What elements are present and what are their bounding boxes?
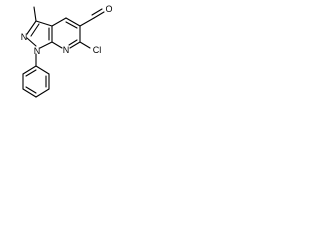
bond-c3-c3a xyxy=(35,20,53,27)
atom-label-n2: N xyxy=(21,32,28,42)
bond-c4-c5-double xyxy=(65,21,78,29)
atom-label-n1: N xyxy=(34,46,41,56)
bond-c4-c5 xyxy=(65,17,81,27)
bond-ph-4 xyxy=(22,88,37,98)
atom-label-pyridine-n: N xyxy=(63,45,70,55)
bond-c6-cl xyxy=(79,41,91,49)
bond-c6-n7-double xyxy=(68,39,78,46)
bond-ph-1 xyxy=(35,65,50,75)
bond-cho-o-double xyxy=(91,8,103,16)
bond-ph-3 xyxy=(35,88,50,98)
bond-ph-6-double xyxy=(25,69,37,77)
bond-n7-c7a xyxy=(51,41,63,49)
atom-label-oxygen: O xyxy=(105,4,112,14)
bond-c6-n7 xyxy=(69,41,81,49)
bond-ph-6 xyxy=(22,65,37,75)
bond-ph-4-double xyxy=(25,86,37,94)
bond-c3-n2-double xyxy=(30,23,40,37)
bond-methyl xyxy=(33,6,37,22)
bond-n1-c7a xyxy=(39,41,53,49)
atom-labels: N N N Cl O xyxy=(21,4,113,56)
bond-c3a-c4 xyxy=(51,17,67,27)
bond-c3-n2 xyxy=(26,20,37,35)
structure-canvas: N N N Cl O xyxy=(0,0,127,111)
bond-c5-cho xyxy=(79,17,95,27)
atom-label-chlorine: Cl xyxy=(93,45,102,55)
bonds xyxy=(22,6,105,98)
chemical-structure-diagram: N N N Cl O xyxy=(21,4,113,98)
bond-cho-o xyxy=(93,11,105,19)
bond-n2-n1 xyxy=(26,37,37,47)
